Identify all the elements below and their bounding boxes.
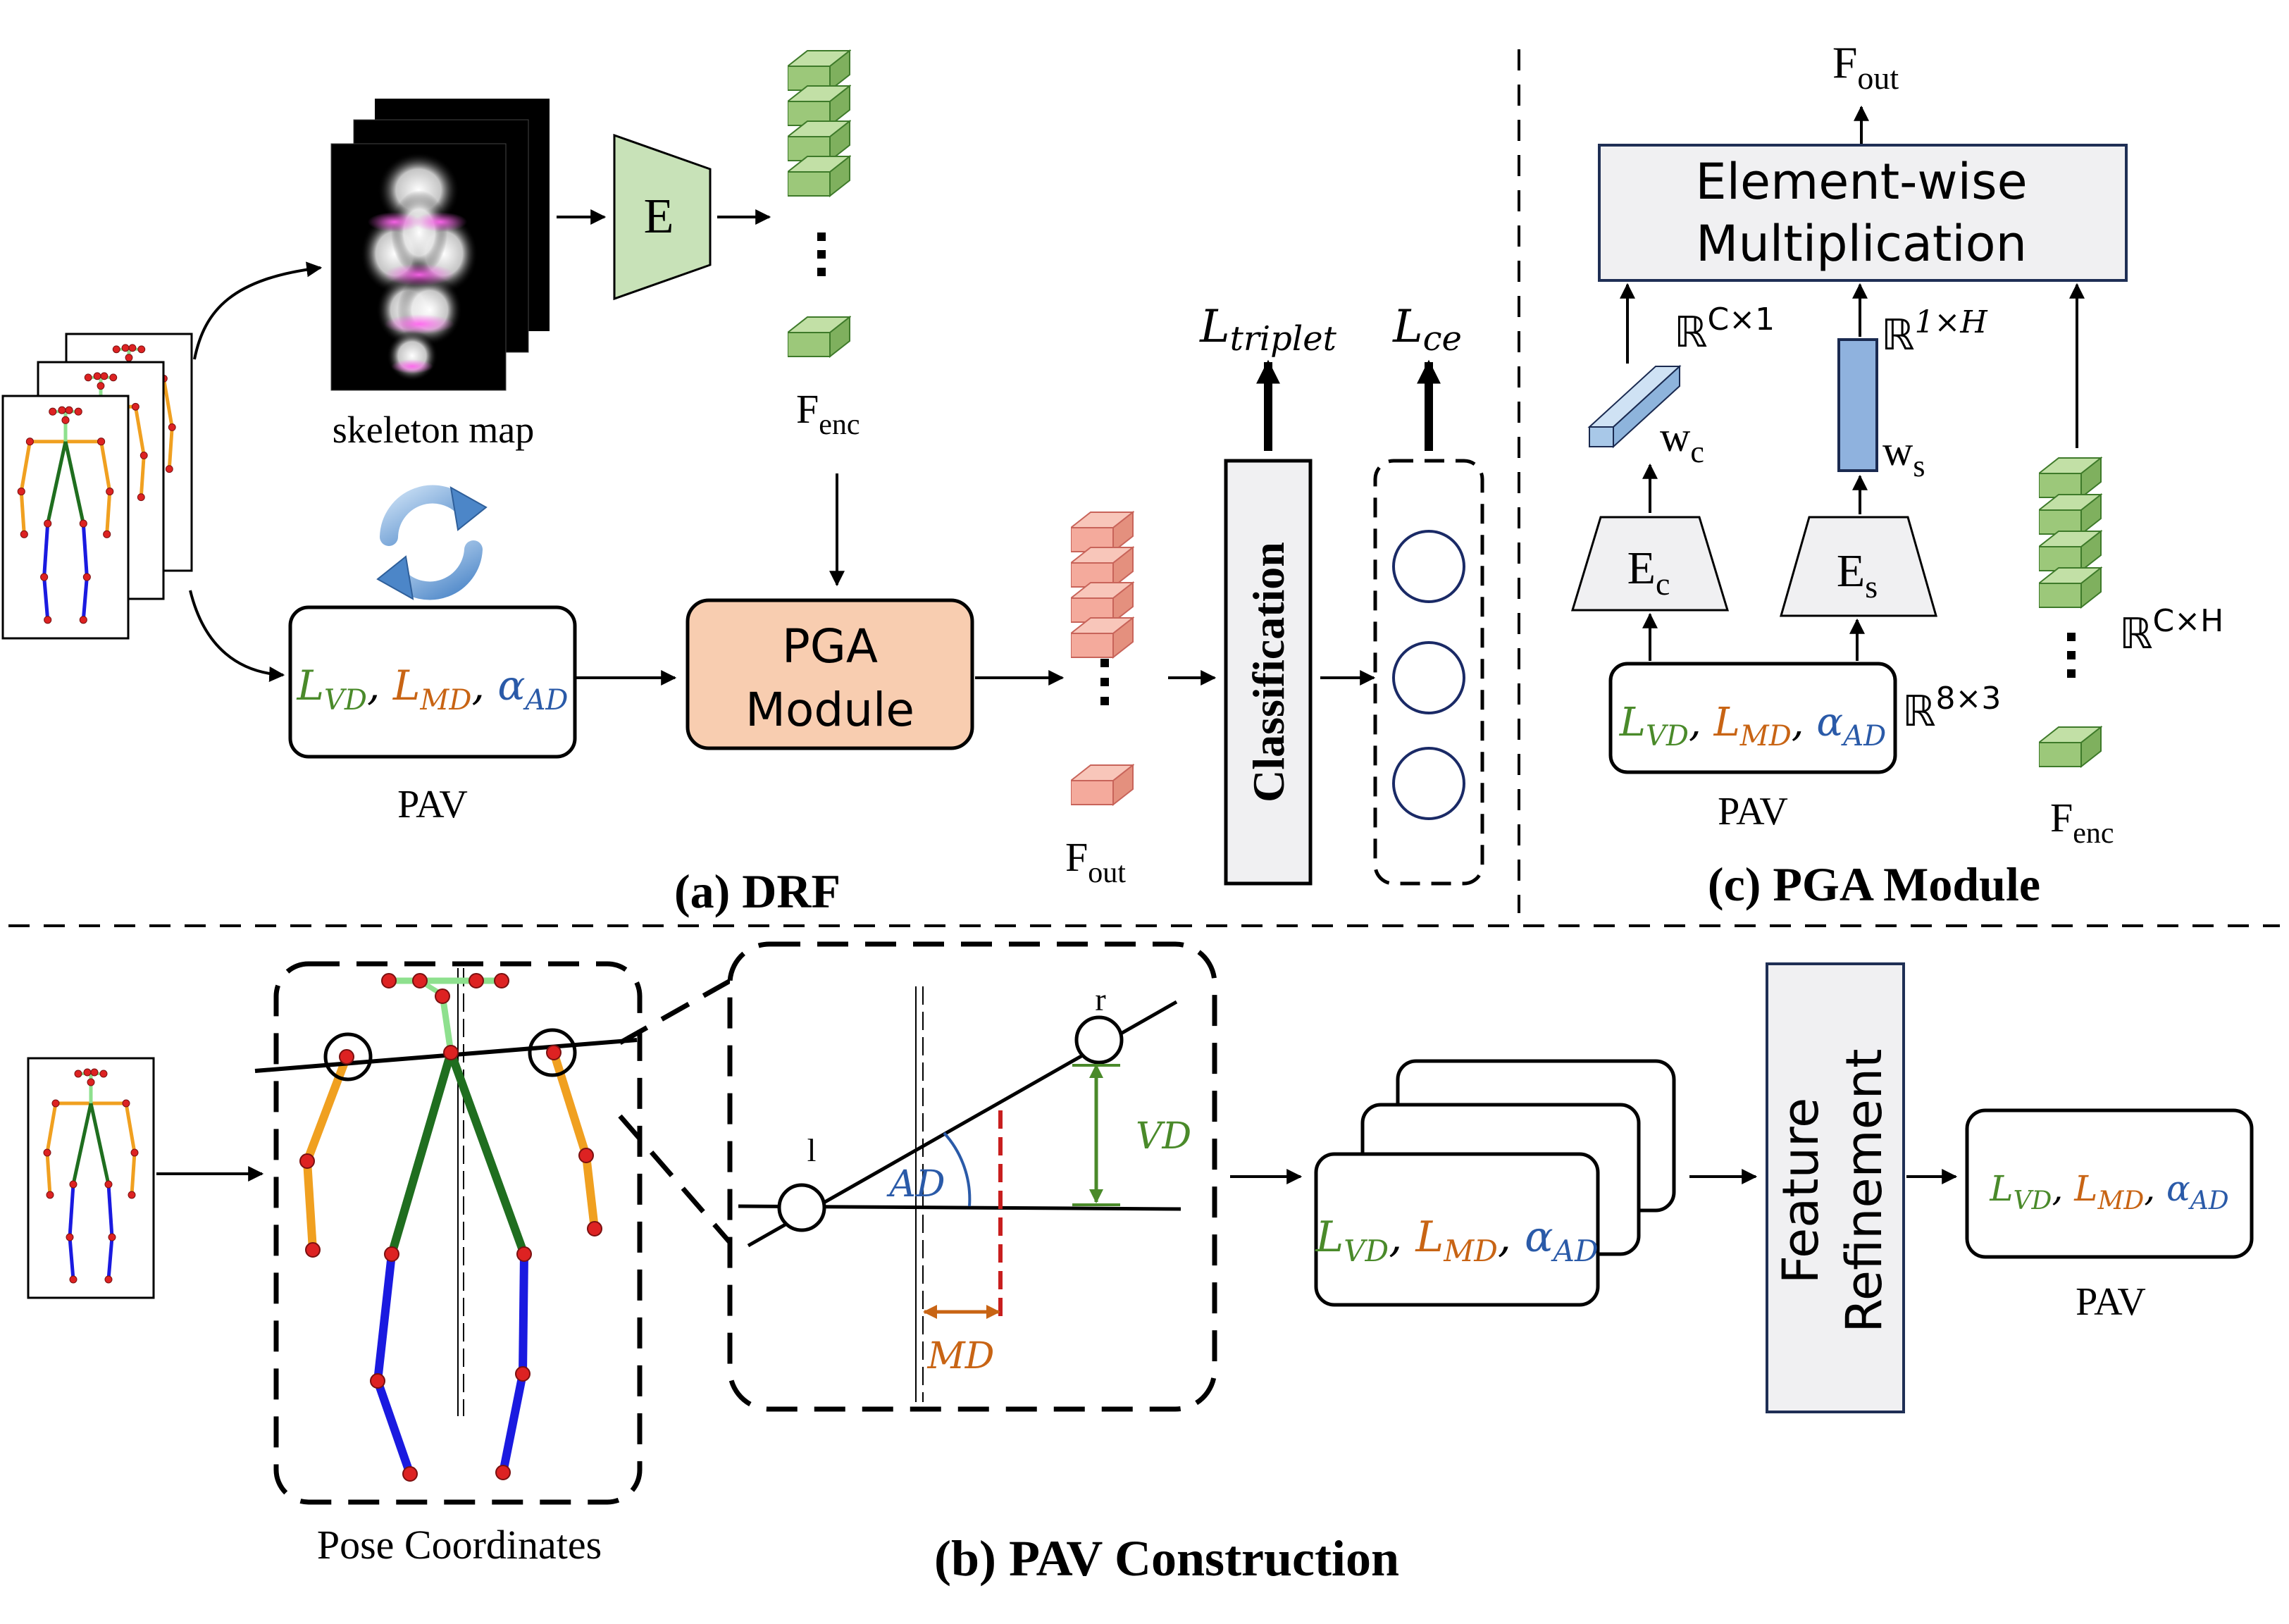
- arrow-input-to-pav: [189, 590, 285, 683]
- pav-box-drf: LVD, LMD, αAD: [288, 605, 577, 759]
- ce-loss-label: Lce: [1392, 301, 1462, 359]
- pga-module-caption: (c) PGA Module: [1708, 857, 2040, 911]
- pga-module-label-line1: PGA: [782, 619, 878, 674]
- fenc-label-pga: Fenc: [2050, 795, 2114, 850]
- classification-box: [1224, 459, 1313, 886]
- output-neuron: [1392, 747, 1465, 820]
- zoomed-geometry: [738, 986, 1181, 1402]
- drf-caption: (a) DRF: [674, 864, 840, 918]
- ws-label: ws: [1882, 428, 1925, 483]
- fenc-label: Fenc: [796, 386, 860, 441]
- rch-label: ℝC×H: [2119, 603, 2223, 659]
- vd-annotation: VD: [1136, 1115, 1191, 1158]
- feature-refinement-line1: Feature: [1772, 1098, 1830, 1284]
- output-neuron: [1392, 530, 1465, 603]
- es-label: Es: [1837, 545, 1878, 605]
- pav-label-pga: PAV: [1718, 790, 1788, 833]
- svg-text:LVD, LMD, αAD: LVD, LMD, αAD: [1989, 1168, 2228, 1215]
- zoom-connector-bottom: [618, 1114, 735, 1248]
- pga-fenc-feature-stack: [2039, 457, 2102, 767]
- classification-label: Classification: [1243, 542, 1294, 802]
- r1h-label: ℝ1×H: [1881, 304, 1988, 360]
- encoder-label: E: [644, 190, 674, 244]
- wc-label: wc: [1660, 414, 1704, 469]
- r83-label: ℝ8×3: [1902, 681, 2001, 736]
- heatmap-figure: [361, 152, 478, 381]
- pga-module-label-line2: Module: [745, 683, 914, 737]
- skeleton-map-stack: [330, 99, 550, 391]
- elementwise-multiplication-box: [1598, 144, 2128, 282]
- feature-refinement-box: [1766, 962, 1905, 1413]
- pga-module-panel: Fout Element-wise Multiplication ℝC×1 wc…: [1570, 37, 2223, 911]
- fout-label-drf: Fout: [1065, 834, 1126, 889]
- svg-text:LVD, LMD, αAD: LVD, LMD, αAD: [1315, 1213, 1598, 1268]
- multiplication-label-line1: Element-wise: [1695, 153, 2027, 211]
- pav-construction-panel: Pose Coordinates l r AD VD MD: [27, 941, 2254, 1587]
- svg-text:LVD, LMD, αAD: LVD, LMD, αAD: [1619, 700, 1886, 752]
- rc1-label: ℝC×1: [1674, 302, 1775, 357]
- es-block: [1780, 516, 1937, 617]
- pga-module-box: [686, 598, 974, 750]
- pose-skeleton: [254, 968, 638, 1482]
- pav-box-pga: LVD, LMD, αAD: [1608, 662, 1897, 774]
- pga-fout-label: Fout: [1832, 37, 1899, 96]
- input-skeleton-frames: [1, 333, 193, 640]
- fenc-feature-stack: [788, 50, 850, 357]
- point-r-label: r: [1095, 981, 1105, 1017]
- ad-annotation: AD: [886, 1163, 945, 1205]
- ec-block: [1570, 516, 1730, 612]
- sync-arrows-icon: [376, 485, 488, 600]
- encoder-block: [613, 133, 712, 301]
- md-annotation: MD: [927, 1335, 995, 1377]
- feature-refinement-line2: Refinement: [1835, 1048, 1893, 1332]
- multiplication-label-line2: Multiplication: [1696, 215, 2027, 273]
- svg-text:LVD, LMD, αAD: LVD, LMD, αAD: [297, 662, 569, 717]
- point-l-label: l: [807, 1132, 817, 1168]
- arrow-input-to-skeleton-map: [193, 261, 323, 360]
- pav-construction-caption: (b) PAV Construction: [934, 1530, 1399, 1587]
- skeleton-map-label: skeleton map: [333, 409, 534, 451]
- drf-panel: skeleton map E Fenc: [1, 50, 1484, 918]
- ec-label: Ec: [1627, 543, 1670, 602]
- pav-label-final: PAV: [2076, 1280, 2146, 1324]
- ws-vector: [1837, 338, 1878, 472]
- pav-stack: LVD, LMD, αAD: [1314, 1059, 1676, 1307]
- pav-box-final: LVD, LMD, αAD: [1965, 1108, 2254, 1259]
- pose-coordinates-label: Pose Coordinates: [317, 1522, 602, 1568]
- wc-vector: [1587, 364, 1682, 449]
- output-neuron: [1392, 641, 1465, 714]
- fout-feature-stack: [1071, 512, 1134, 805]
- zoom-connector-top: [619, 977, 734, 1046]
- triplet-loss-label: Ltriplet: [1199, 301, 1337, 359]
- pav-label-drf: PAV: [397, 783, 468, 826]
